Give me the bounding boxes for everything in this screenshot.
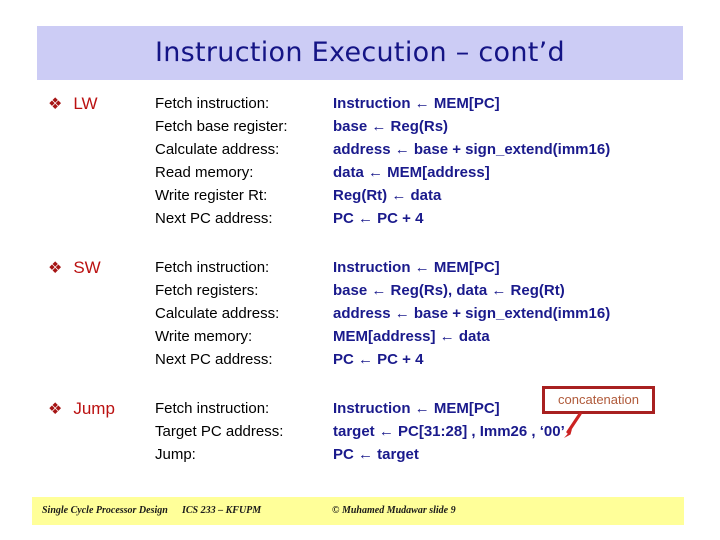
step-list: Fetch instruction: Fetch base register: Ca… (155, 92, 333, 230)
rtl-expression: address ← base + sign_extend(imm16) (333, 141, 611, 158)
step-label: Write memory: (155, 328, 253, 345)
step-label: Fetch base register: (155, 118, 288, 135)
page-title: Instruction Execution – cont’d (154, 37, 566, 68)
rtl-expression: MEM[address] ← data (333, 328, 490, 345)
concatenation-callout-box: concatenation (542, 386, 655, 414)
step-label: Calculate address: (155, 141, 280, 158)
instruction-name-label: SW (73, 258, 101, 277)
step-label: Read memory: (155, 164, 254, 181)
step-label: Fetch instruction: (155, 400, 270, 417)
rtl-expression: Instruction ← MEM[PC] (333, 259, 500, 276)
rtl-expression: data ← MEM[address] (333, 164, 490, 181)
step-list: Fetch instruction: Target PC address: Jump… (155, 397, 333, 466)
concatenation-callout-label: concatenation (558, 392, 639, 407)
step-label: Target PC address: (155, 423, 284, 440)
rtl-list: Instruction ← MEM[PC] target ← PC[31:28] … (333, 397, 693, 466)
rtl-expression: Instruction ← MEM[PC] (333, 95, 500, 112)
slide-footer: Single Cycle Processor Design ICS 233 – … (32, 497, 684, 525)
instruction-block-jump: ❖ Jump Fetch instruction: Target PC address… (0, 397, 720, 466)
instruction-name-label: LW (73, 94, 98, 113)
rtl-expression: Instruction ← MEM[PC] (333, 400, 500, 417)
rtl-expression: base ← Reg(Rs) (333, 118, 449, 135)
rtl-expression: address ← base + sign_extend(imm16) (333, 305, 611, 322)
step-label: Write register Rt: (155, 187, 268, 204)
slide-title-banner: Instruction Execution – cont’d (37, 26, 683, 80)
diamond-bullet-icon: ❖ (48, 258, 63, 277)
instruction-block-lw: ❖ LW Fetch instruction: Fetch base register… (0, 92, 720, 230)
rtl-expression: PC ← PC + 4 (333, 351, 424, 368)
instruction-name-label: Jump (73, 399, 115, 418)
rtl-list: Instruction ← MEM[PC] base ← Reg(Rs), dat… (333, 256, 693, 371)
step-label: Next PC address: (155, 351, 273, 368)
step-list: Fetch instruction: Fetch registers: Calcul… (155, 256, 333, 371)
step-label: Fetch registers: (155, 282, 259, 299)
rtl-expression: PC ← target (333, 446, 419, 463)
instruction-bullet-jump: ❖ Jump (48, 397, 153, 421)
footer-credit: © Muhamed Mudawar slide 9 (332, 505, 456, 516)
rtl-expression: base ← Reg(Rs), data ← Reg(Rt) (333, 282, 565, 299)
instruction-block-sw: ❖ SW Fetch instruction: Fetch registers: Cal… (0, 256, 720, 371)
footer-course-title: Single Cycle Processor Design (42, 505, 168, 516)
step-label: Fetch instruction: (155, 259, 270, 276)
step-label: Fetch instruction: (155, 95, 270, 112)
footer-course-code: ICS 233 – KFUPM (182, 505, 262, 516)
step-label: Calculate address: (155, 305, 280, 322)
step-label: Next PC address: (155, 210, 273, 227)
rtl-expression: PC ← PC + 4 (333, 210, 424, 227)
diamond-bullet-icon: ❖ (48, 399, 63, 418)
diamond-bullet-icon: ❖ (48, 94, 63, 113)
rtl-expression: target ← PC[31:28] , Imm26 , ‘00’ (333, 423, 565, 440)
instruction-bullet-sw: ❖ SW (48, 256, 153, 280)
rtl-expression: Reg(Rt) ← data (333, 187, 442, 204)
step-label: Jump: (155, 446, 196, 463)
instruction-bullet-lw: ❖ LW (48, 92, 153, 116)
rtl-list: Instruction ← MEM[PC] base ← Reg(Rs) addre… (333, 92, 693, 230)
